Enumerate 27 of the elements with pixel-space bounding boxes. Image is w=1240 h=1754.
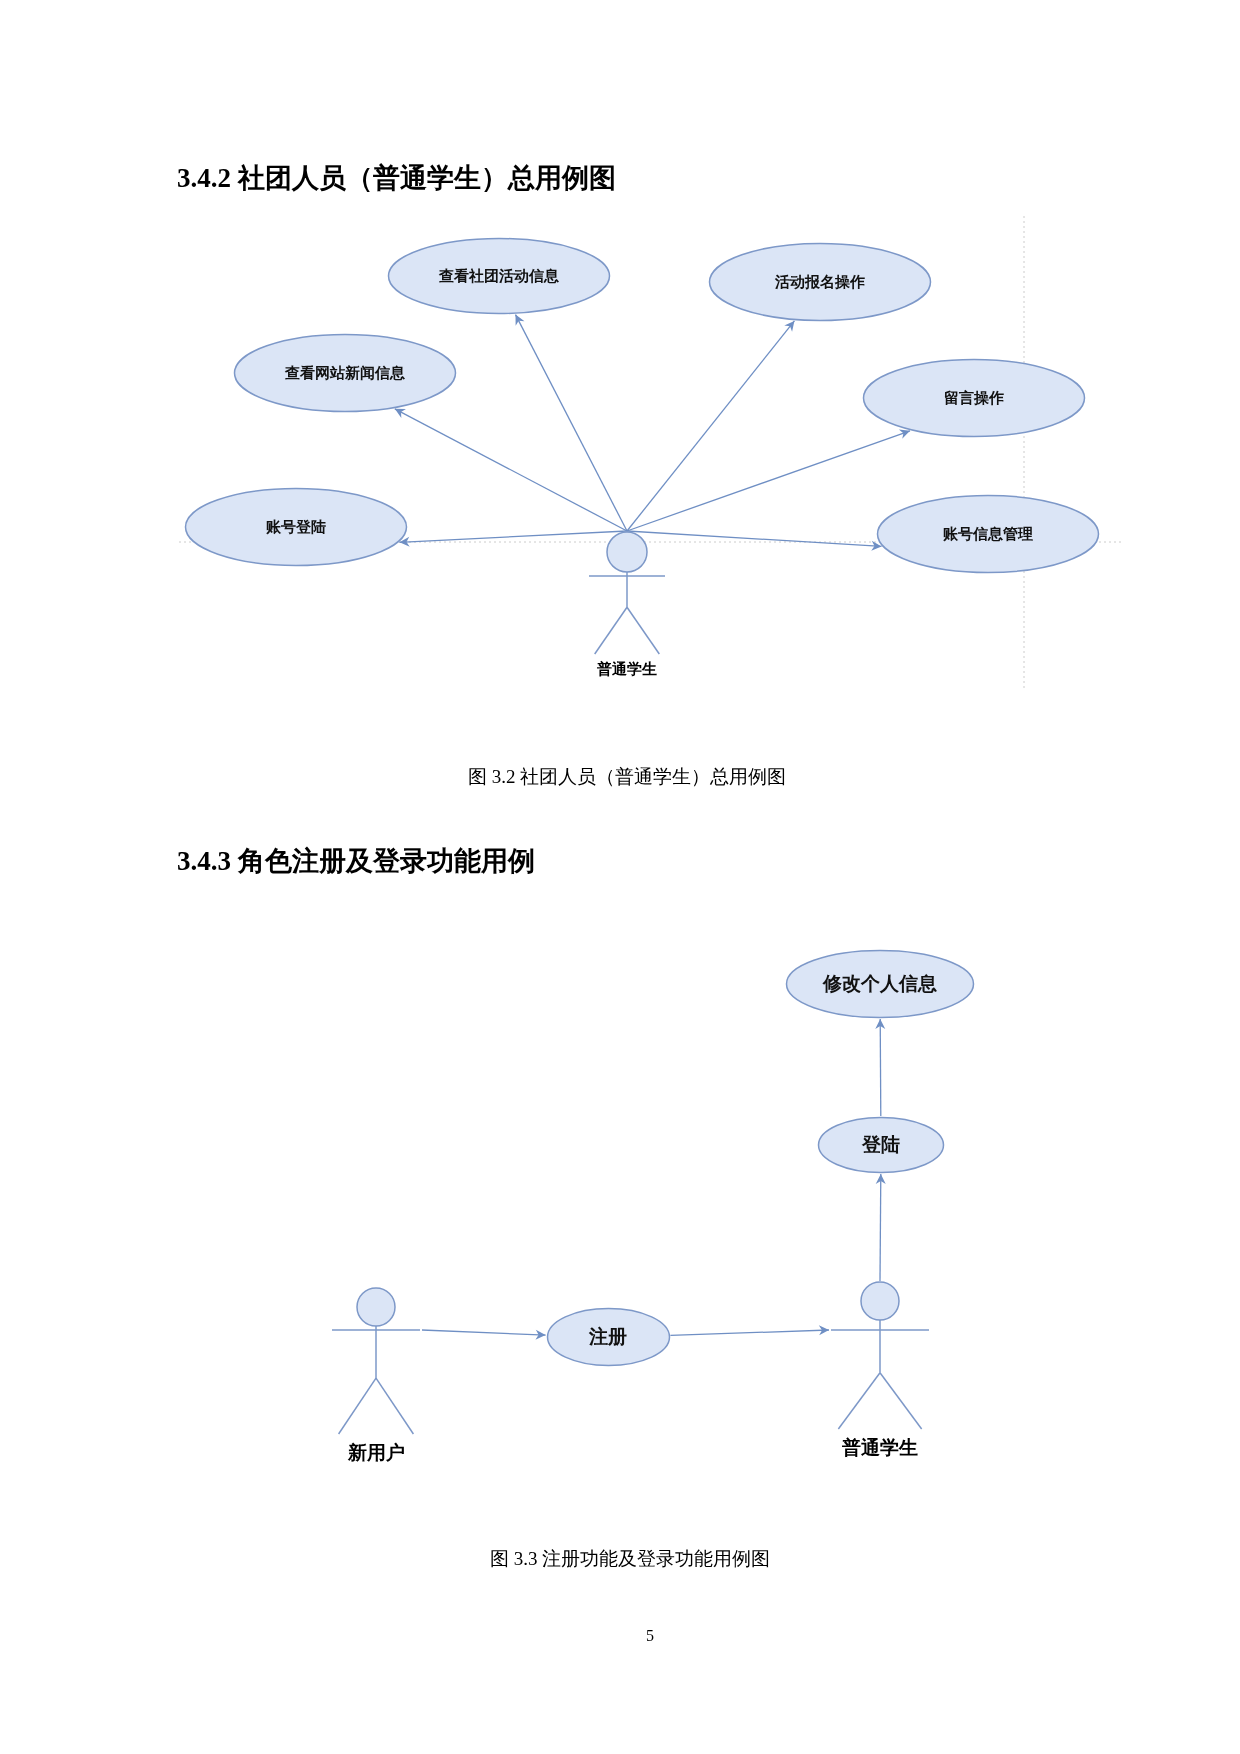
arrow bbox=[626, 429, 911, 532]
use-case-ellipse: 账号信息管理 bbox=[876, 494, 1100, 574]
use-case-ellipse: 注册 bbox=[545, 1307, 671, 1367]
use-case-ellipse: 留言操作 bbox=[862, 358, 1086, 438]
arrow bbox=[626, 320, 796, 532]
page-number: 5 bbox=[646, 1627, 654, 1645]
arrow bbox=[875, 1018, 886, 1117]
actor-label: 新用户 bbox=[347, 1440, 405, 1465]
use-case-ellipse: 修改个人信息 bbox=[785, 949, 975, 1019]
actor-label: 普通学生 bbox=[597, 660, 657, 679]
figure-caption: 图 3.2 社团人员（普通学生）总用例图 bbox=[468, 765, 787, 789]
arrow bbox=[875, 1173, 886, 1282]
arrow bbox=[421, 1329, 547, 1340]
use-case-ellipse: 活动报名操作 bbox=[708, 242, 932, 322]
use-case-ellipse: 账号登陆 bbox=[184, 487, 408, 567]
arrow bbox=[669, 1325, 830, 1337]
arrow bbox=[626, 530, 883, 551]
section-heading: 3.4.2 社团人员（普通学生）总用例图 bbox=[177, 162, 616, 195]
actor-label: 普通学生 bbox=[842, 1435, 918, 1460]
use-case-ellipse: 查看网站新闻信息 bbox=[233, 333, 457, 413]
section-heading: 3.4.3 角色注册及登录功能用例 bbox=[177, 845, 535, 878]
arrow bbox=[394, 408, 628, 532]
figure-caption: 图 3.3 注册功能及登录功能用例图 bbox=[490, 1547, 771, 1571]
use-case-ellipse: 登陆 bbox=[817, 1116, 945, 1174]
arrow bbox=[514, 313, 628, 532]
use-case-ellipse: 查看社团活动信息 bbox=[387, 237, 611, 315]
arrow bbox=[398, 530, 628, 547]
